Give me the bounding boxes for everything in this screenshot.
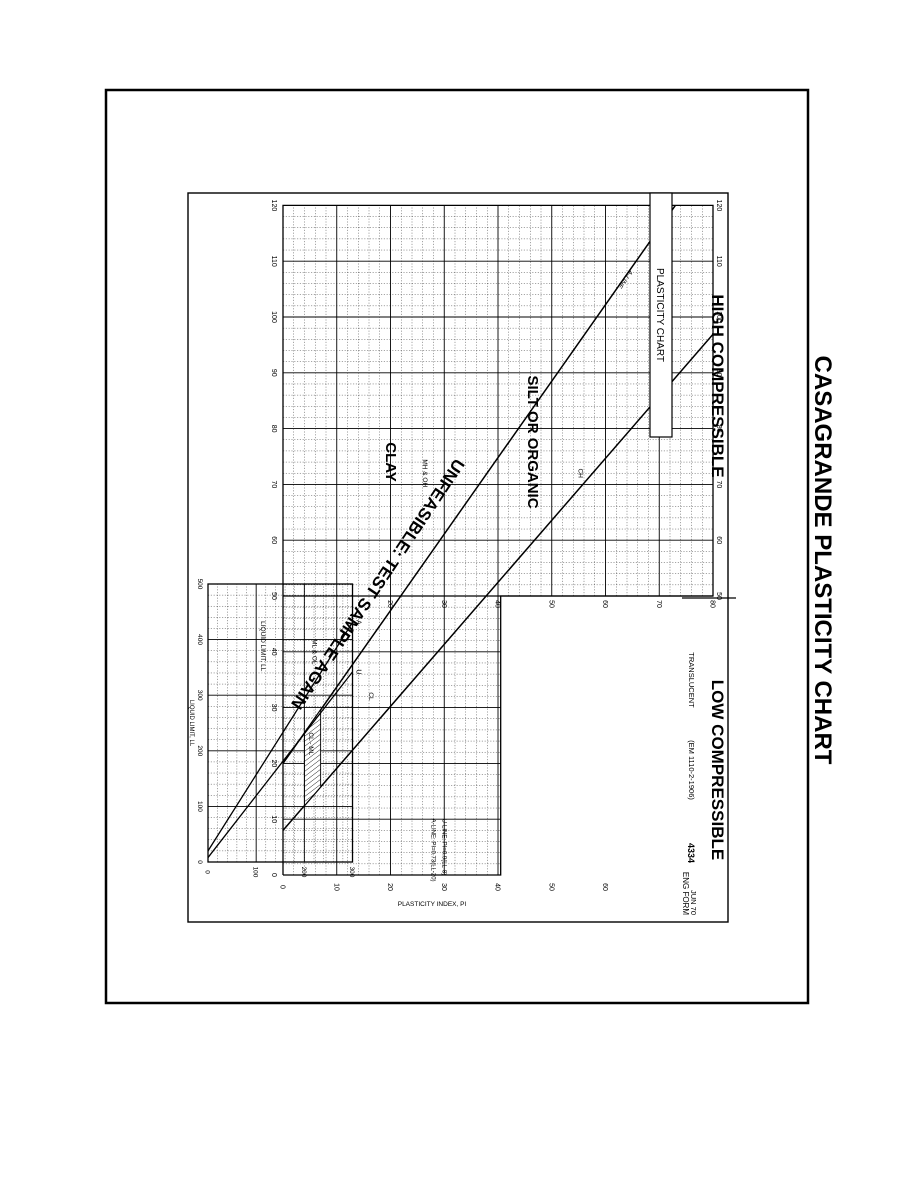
x-tick-label: 0 <box>270 873 277 877</box>
region-clay-label: CLAY <box>382 442 399 481</box>
hatch-line <box>304 774 321 787</box>
inset-x-tick-label: 300 <box>196 690 203 701</box>
zone-label-cl-ml: CL - ML <box>307 732 314 755</box>
page-frame <box>104 88 810 1005</box>
x-tick-label-top: 120 <box>715 200 722 212</box>
y-tick-label: 10 <box>332 883 339 891</box>
x-tick-label-top: 90 <box>715 369 722 377</box>
hatch-line <box>304 769 321 782</box>
x-tick-label-top: 100 <box>715 311 722 323</box>
plasticity-chart-title-box <box>649 192 673 438</box>
a-line-label: A-LINE <box>616 267 635 289</box>
inset-y-tick-label: 0 <box>204 870 211 874</box>
x-tick-label: 70 <box>270 481 277 489</box>
y-tick-label-high: 50 <box>547 600 554 608</box>
form-ref: (EM 1110-2-1906) <box>687 740 696 800</box>
x-tick-label-top: 70 <box>715 481 722 489</box>
hatch-line <box>304 759 321 772</box>
inset-y-tick-label: 200 <box>300 867 307 878</box>
form-number: 4334 <box>686 843 696 863</box>
inset-x-axis-title: LIQUID LIMIT, LL <box>188 700 194 747</box>
hatch-line <box>304 723 321 737</box>
x-tick-label-top: 110 <box>715 256 722 267</box>
x-tick-label: 60 <box>270 536 277 544</box>
y-tick-label-high: 40 <box>494 600 501 608</box>
hatch-line <box>304 738 321 752</box>
x-tick-label: 80 <box>270 425 277 433</box>
y-tick-label-high: 30 <box>440 600 447 608</box>
region-silt-label: SILT OR ORGANIC <box>524 375 541 508</box>
x-tick-label-top: 50 <box>715 592 722 600</box>
x-tick-label: 30 <box>270 704 277 712</box>
x-tick-label-top: 80 <box>715 425 722 433</box>
hatch-line <box>304 754 321 767</box>
inset-x-tick-label: 500 <box>196 579 203 590</box>
inset-y-tick-label: 100 <box>252 867 259 878</box>
x-tick-label: 90 <box>270 369 277 377</box>
inset-chart-grid <box>207 583 354 863</box>
hatch-line <box>304 748 321 762</box>
hatch-line <box>304 779 321 792</box>
u-line-line <box>282 333 714 831</box>
inset-u-label: U <box>355 669 362 674</box>
y-tick-label: 0 <box>279 885 286 889</box>
page-title: CASAGRANDE PLASTICITY CHART <box>809 356 836 765</box>
hatch-line <box>304 743 321 757</box>
x-tick-label-top: 60 <box>715 536 722 544</box>
y-axis-title: PLASTICITY INDEX, PI <box>398 901 467 908</box>
x-tick-label: 110 <box>270 256 277 267</box>
form-date: JUN 70 <box>689 890 698 915</box>
y-tick-label: 40 <box>494 883 501 891</box>
x-axis-title: LIQUID LIMIT, LL <box>259 621 266 672</box>
main-chart-grid <box>282 204 714 876</box>
x-tick-label: 50 <box>270 592 277 600</box>
x-tick-label: 40 <box>270 648 277 656</box>
y-tick-label: 30 <box>440 883 447 891</box>
hatch-line <box>304 733 321 747</box>
y-tick-label: 60 <box>601 883 608 891</box>
y-tick-label-high: 70 <box>655 600 662 608</box>
form-name: ENG FORM <box>681 872 690 915</box>
x-tick-label: 20 <box>270 760 277 768</box>
inset-a-line <box>207 622 354 852</box>
y-tick-label: 20 <box>386 883 393 891</box>
a-line-line <box>282 204 676 764</box>
legend-equation: U-LINE: PI=0.9(LL-8) <box>440 819 446 876</box>
y-tick-label-high: 60 <box>601 600 608 608</box>
y-tick-label-high: 20 <box>386 600 393 608</box>
inset-x-tick-label: 200 <box>196 745 203 756</box>
inset-a-label: A <box>355 620 362 625</box>
hatch-line <box>304 764 321 777</box>
x-tick-label: 120 <box>270 200 277 212</box>
zone-label-ch: CH <box>577 469 584 479</box>
legend-equation: A-LINE: PI=0.73(LL-20) <box>430 819 436 882</box>
zone-label-cl: CL <box>367 692 374 701</box>
low-compressible-label: LOW COMPRESSIBLE <box>708 680 727 860</box>
plasticity-chart-title: PLASTICITY CHART <box>654 268 665 362</box>
inset-x-tick-label: 0 <box>196 860 203 864</box>
x-tick-label: 10 <box>270 815 277 823</box>
high-compressible-label: HIGH COMPRESSIBLE <box>708 294 727 477</box>
form-translucent: TRANSLUCENT <box>687 652 696 708</box>
hatch-line <box>304 784 321 797</box>
zone-label-mh-oh: MH & OH <box>421 459 428 487</box>
inset-x-tick-label: 100 <box>196 801 203 812</box>
inset-x-tick-label: 400 <box>196 634 203 645</box>
zone-label-ml-ol: ML & OL <box>311 639 318 665</box>
inset-u-line <box>207 671 354 858</box>
hatch-line <box>304 728 321 742</box>
y-tick-label-high: 80 <box>709 600 716 608</box>
x-tick-label: 100 <box>270 311 277 323</box>
inset-y-tick-label: 300 <box>348 867 355 878</box>
y-tick-label: 50 <box>547 883 554 891</box>
chart-border <box>187 192 729 923</box>
